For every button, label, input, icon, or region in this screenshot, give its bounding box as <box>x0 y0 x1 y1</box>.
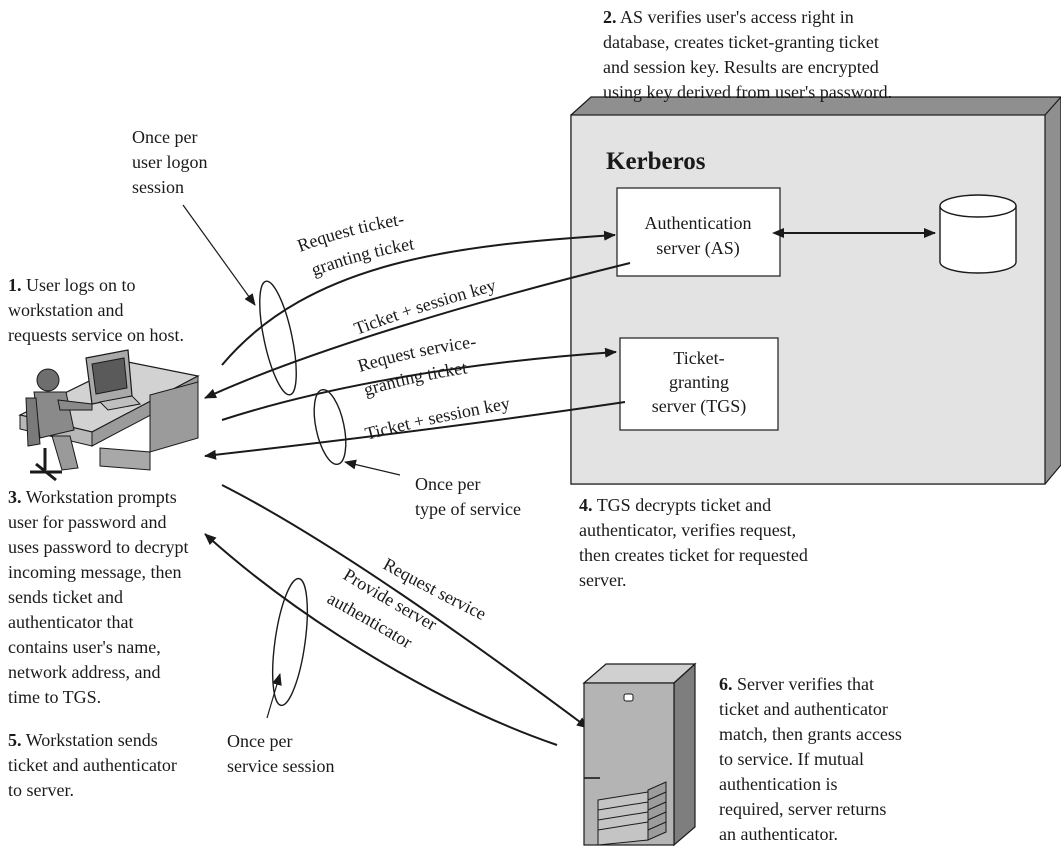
svg-text:match, then grants access: match, then grants access <box>719 724 902 744</box>
step-4-text: 4. TGS decrypts ticket and authenticator… <box>579 495 808 590</box>
svg-text:required, server returns: required, server returns <box>719 799 886 819</box>
server-icon <box>582 662 697 847</box>
kerberos-title: Kerberos <box>606 148 706 175</box>
arrow-ticket-session-key-1 <box>204 262 631 399</box>
as-label-line2: server (AS) <box>656 238 739 259</box>
arrow-request-tgt <box>221 230 616 366</box>
svg-text:and session key. Results are e: and session key. Results are encrypted <box>603 57 879 77</box>
svg-text:incoming message, then: incoming message, then <box>8 562 181 582</box>
svg-text:user for password and: user for password and <box>8 512 166 532</box>
as-label-line1: Authentication <box>645 213 752 233</box>
svg-text:then creates ticket for reques: then creates ticket for requested <box>579 545 808 565</box>
svg-text:3. Workstation prompts: 3. Workstation prompts <box>8 487 177 507</box>
svg-text:authenticator, verifies reques: authenticator, verifies request, <box>579 520 796 540</box>
svg-text:contains user's name,: contains user's name, <box>8 637 161 657</box>
svg-text:to server.: to server. <box>8 780 74 800</box>
svg-text:to service. If mutual: to service. If mutual <box>719 749 864 769</box>
label-ticket-session-key-2: Ticket + session key <box>363 393 511 444</box>
svg-text:server.: server. <box>579 570 626 590</box>
svg-text:Ticket + session key: Ticket + session key <box>351 275 498 339</box>
arrow-provide-authenticator <box>204 533 558 746</box>
arrow-request-service <box>221 484 589 729</box>
arrow-request-sgt <box>221 347 617 421</box>
step-3-text: 3. Workstation prompts user for password… <box>8 487 188 707</box>
note-service-session: Once per service session <box>227 577 334 776</box>
svg-text:Once per: Once per <box>227 731 292 751</box>
tgs-server-box: Ticket- granting server (TGS) <box>619 337 779 431</box>
svg-text:database, creates ticket-grant: database, creates ticket-granting ticket <box>603 32 879 52</box>
svg-text:authentication is: authentication is <box>719 774 837 794</box>
svg-text:network address, and: network address, and <box>8 662 160 682</box>
svg-text:6. Server verifies that: 6. Server verifies that <box>719 674 874 694</box>
svg-text:uses password to decrypt: uses password to decrypt <box>8 537 188 557</box>
svg-text:authenticator that: authenticator that <box>8 612 133 632</box>
message-arrows <box>204 230 631 746</box>
message-labels: Request ticket- Ticket + session key gra… <box>295 209 512 653</box>
svg-text:type of service: type of service <box>415 499 521 519</box>
svg-text:1. User logs on to: 1. User logs on to <box>8 275 136 295</box>
svg-text:sends ticket and: sends ticket and <box>8 587 123 607</box>
tgs-label-line3: server (TGS) <box>652 396 746 417</box>
authentication-server-box: Authentication server (AS) <box>616 187 781 277</box>
svg-text:time to TGS.: time to TGS. <box>8 687 101 707</box>
step-1-text: 1. User logs on to workstation and reque… <box>8 275 184 345</box>
svg-text:Once per: Once per <box>132 127 197 147</box>
label-ticket-session-key-1: Ticket + session key <box>351 275 498 339</box>
svg-text:2. AS verifies user's access r: 2. AS verifies user's access right in <box>603 7 854 27</box>
svg-text:5. Workstation sends: 5. Workstation sends <box>8 730 158 750</box>
step-2-text: 2. AS verifies user's access right in da… <box>603 7 892 102</box>
workstation-icon <box>18 349 200 482</box>
svg-text:Ticket + session key: Ticket + session key <box>363 393 511 444</box>
kerberos-system: Kerberos Authentication server (AS) Tick… <box>570 96 1061 485</box>
svg-text:workstation and: workstation and <box>8 300 123 320</box>
arrow-ticket-session-key-2 <box>204 401 626 460</box>
svg-text:service session: service session <box>227 756 334 776</box>
note-service-type: Once per type of service <box>313 389 521 519</box>
svg-text:user logon: user logon <box>132 152 208 172</box>
svg-text:an authenticator.: an authenticator. <box>719 824 838 844</box>
svg-text:using key derived from user's: using key derived from user's password. <box>603 82 892 102</box>
svg-text:session: session <box>132 177 184 197</box>
tgs-label-line1: Ticket- <box>673 348 724 368</box>
tgs-label-line2: granting <box>669 372 729 392</box>
step-5-text: 5. Workstation sends ticket and authenti… <box>8 730 177 800</box>
step-6-text: 6. Server verifies that ticket and authe… <box>719 674 902 844</box>
svg-text:ticket and authenticator: ticket and authenticator <box>8 755 177 775</box>
svg-text:4. TGS decrypts ticket and: 4. TGS decrypts ticket and <box>579 495 771 515</box>
database-icon <box>939 194 1017 274</box>
svg-text:ticket and authenticator: ticket and authenticator <box>719 699 888 719</box>
svg-text:Once per: Once per <box>415 474 480 494</box>
note-logon-session: Once per user logon session <box>132 127 297 396</box>
svg-text:requests service on host.: requests service on host. <box>8 325 184 345</box>
